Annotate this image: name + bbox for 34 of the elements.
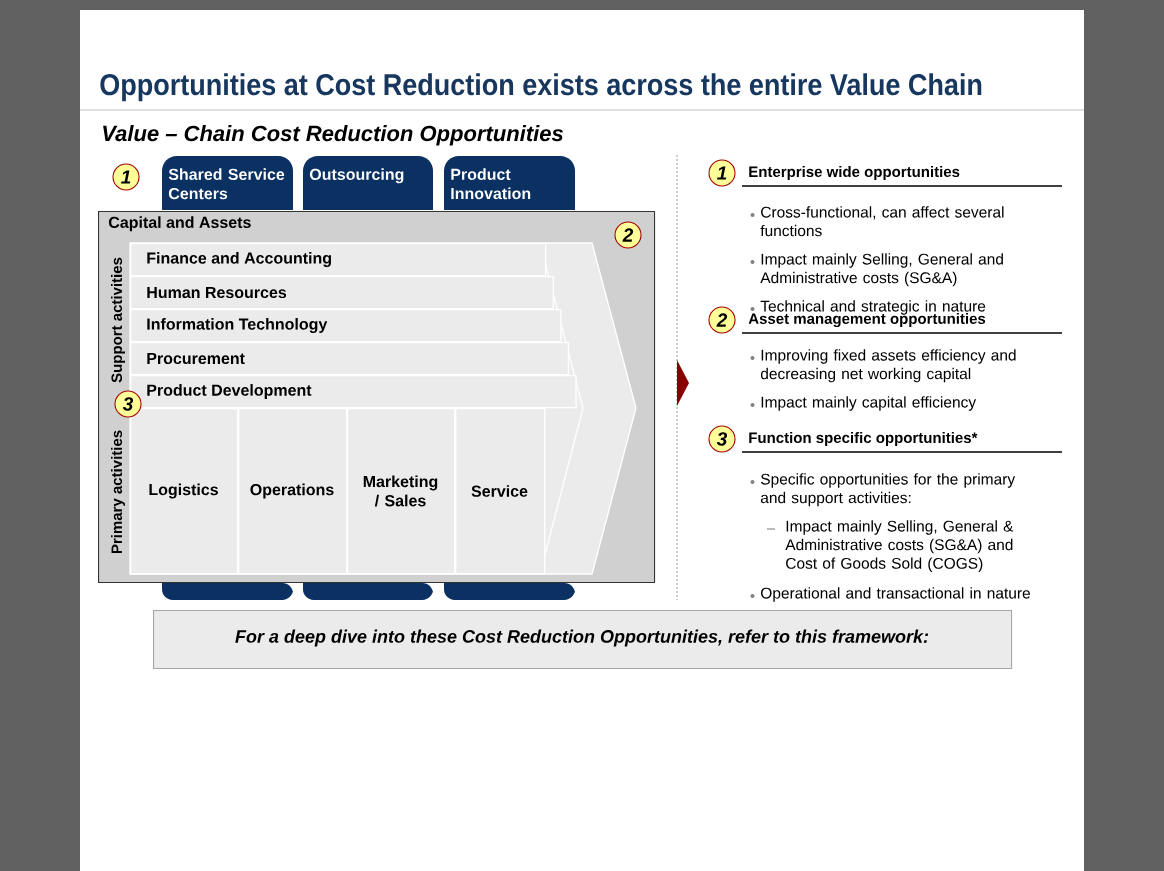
tab: Outsourcing <box>303 156 433 210</box>
section-heading: Function specific opportunities* <box>749 432 978 446</box>
subtitle: Value – Chain Cost Reduction Opportunities <box>103 125 563 146</box>
tab-base <box>444 583 575 600</box>
number-badge: 2 <box>614 221 642 249</box>
number-badge: 1 <box>112 163 140 191</box>
tab-base <box>303 583 433 600</box>
slide-title: Opportunities at Cost Reduction exists across the entire Value Chain <box>100 73 982 102</box>
tab: Product Innovation <box>444 156 575 210</box>
support-activity-row: Human Resources <box>130 276 554 310</box>
sub-bullet-point: Impact mainly Selling, General & Administrative costs (SG&A) and Cost of Goods Sold (COGS) <box>766 520 1014 572</box>
bullet-point: Impact mainly Selling, General and Administrative costs (SG&A) <box>750 253 1003 287</box>
section-heading: Asset management opportunities <box>748 312 986 327</box>
bullet-point: Cross-functional, can affect several functions <box>750 206 1004 237</box>
tab: Shared Service Centers <box>162 156 293 210</box>
bullet-point: Specific opportunities for the primary and support activities: <box>750 473 1016 507</box>
side-label: Support activities <box>111 257 125 383</box>
section-heading: Enterprise wide opportunities <box>749 166 960 180</box>
support-activity-row: Finance and Accounting <box>130 243 547 277</box>
number-badge: 2 <box>708 306 736 334</box>
number-badge: 3 <box>114 390 142 418</box>
note-box: For a deep dive into these Cost Reduction Opportunities, refer to this framework: <box>153 610 1013 670</box>
primary-activity-cell: Operations <box>238 408 348 575</box>
support-activity-row: Information Technology <box>130 309 562 343</box>
side-label: Primary activities <box>111 430 125 554</box>
number-badge: 3 <box>708 425 736 453</box>
bullet-point: Impact mainly capital efficiency <box>750 396 977 411</box>
primary-activity-cell: Marketing / Sales <box>347 408 456 575</box>
bullet-point: Improving fixed assets efficiency and decreasing net working capital <box>750 349 1016 383</box>
number-badge: 1 <box>708 159 736 187</box>
primary-activity-cell: Service <box>455 408 546 575</box>
tab-base <box>162 583 293 600</box>
bullet-point: Operational and transactional in nature <box>750 587 1030 602</box>
support-activity-row: Procurement <box>130 342 570 376</box>
